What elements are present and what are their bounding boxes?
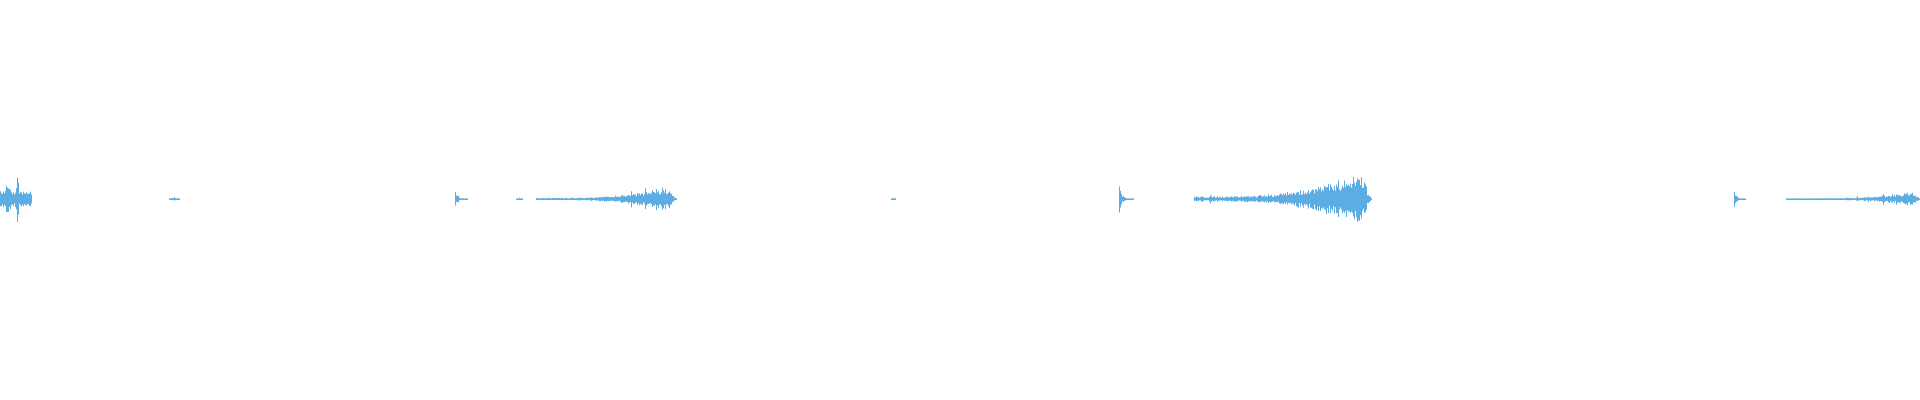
waveform-segment bbox=[1786, 192, 1920, 206]
waveform-segments bbox=[0, 176, 1920, 222]
waveform-segment bbox=[891, 198, 896, 200]
waveform-segment bbox=[516, 197, 523, 200]
waveform-segment bbox=[536, 187, 677, 211]
waveform-segment bbox=[169, 197, 180, 201]
waveform-segment bbox=[1119, 186, 1134, 213]
waveform-segment bbox=[1734, 191, 1746, 207]
waveform-segment bbox=[0, 177, 32, 222]
waveform-segment bbox=[1194, 176, 1372, 222]
waveform-segment bbox=[455, 191, 468, 206]
